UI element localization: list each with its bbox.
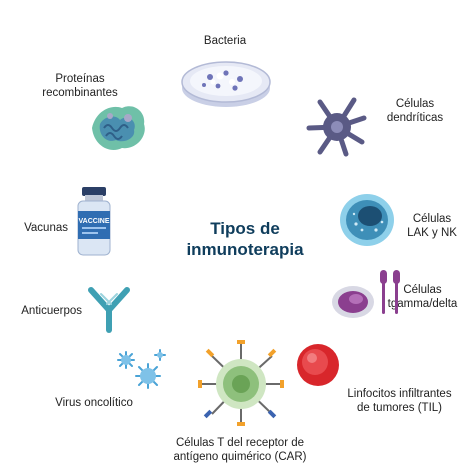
- dendritic-cell-icon: [306, 96, 368, 158]
- label-vaccines: Vacunas: [24, 222, 68, 234]
- lak-nk-cell-icon: [338, 192, 396, 248]
- label-lak-nk: Células LAK y NK: [407, 213, 457, 239]
- label-antibodies: Anticuerpos: [21, 305, 82, 317]
- label-oncolytic-virus: Virus oncolítico: [55, 397, 133, 409]
- label-recombinant-proteins: Proteínas recombinantes: [42, 73, 118, 99]
- label-dendritic: Células dendríticas: [386, 98, 444, 124]
- protein-structure-icon: [86, 98, 150, 156]
- car-t-cell-icon: [196, 336, 286, 430]
- title-line-1: Tipos de: [210, 219, 280, 238]
- label-tgamma-delta: Células tgamma/delta: [387, 284, 458, 310]
- vaccine-vial-icon: VACCINE: [76, 187, 112, 257]
- vial-label: VACCINE: [79, 218, 110, 225]
- antibody-icon: [85, 284, 133, 334]
- tgamma-delta-cell-icon: [331, 284, 375, 320]
- title-line-2: inmunoterapia: [186, 240, 304, 259]
- diagram-title: Tipos de inmunoterapia: [150, 218, 340, 260]
- oncolytic-virus-icon: [112, 346, 170, 394]
- label-til: Linfocitos infiltrantes de tumores (TIL): [347, 388, 452, 414]
- petri-dish-icon: [180, 52, 272, 110]
- til-cell-icon: [296, 343, 340, 387]
- tcr-receptor-icon: [375, 268, 405, 316]
- label-car-t: Células T del receptor de antígeno quimé…: [173, 437, 307, 463]
- label-bacteria: Bacteria: [203, 35, 247, 47]
